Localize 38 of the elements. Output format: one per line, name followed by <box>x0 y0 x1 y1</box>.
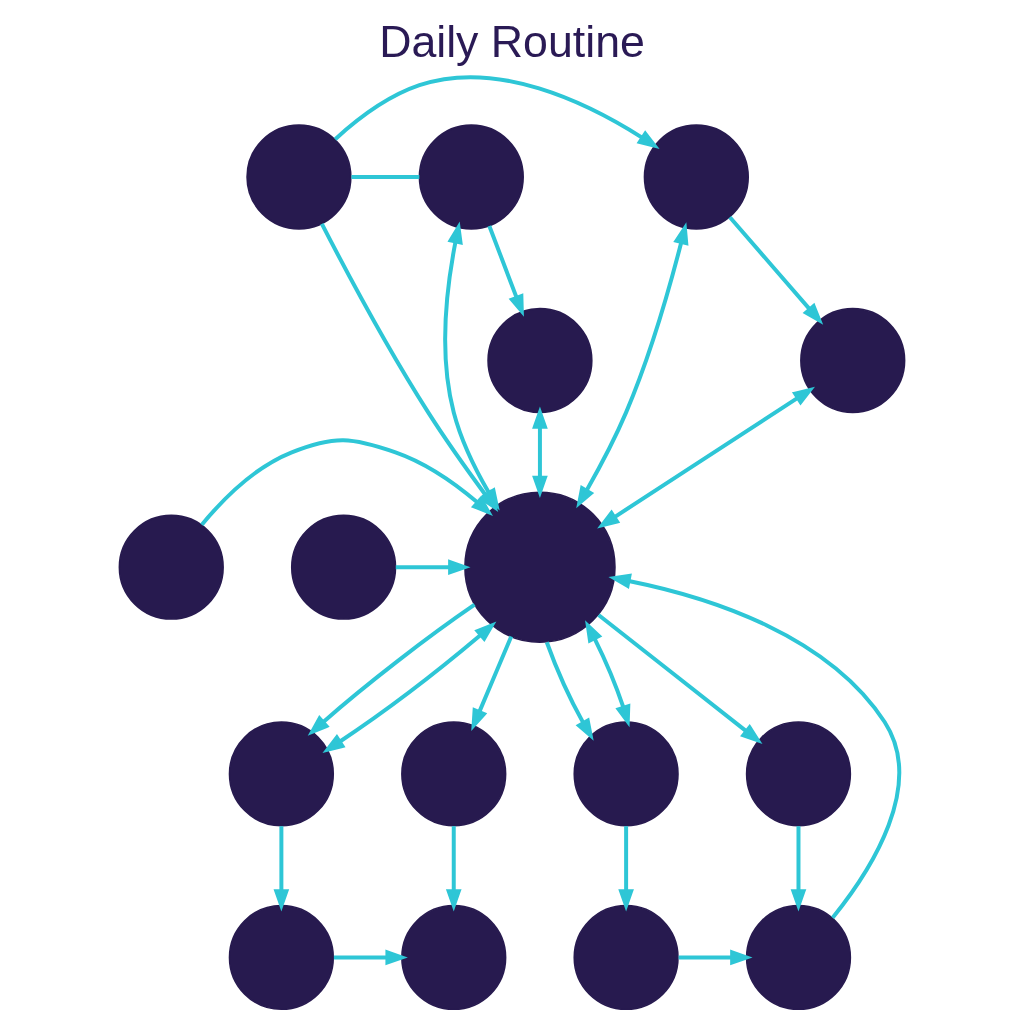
arrow <box>597 386 815 529</box>
node-circle <box>418 124 524 230</box>
arrow <box>608 573 902 920</box>
arrow <box>576 222 689 509</box>
arrow <box>487 225 524 317</box>
node-circle <box>401 904 507 1011</box>
node-circle <box>228 904 335 1011</box>
arrow <box>597 613 763 744</box>
arrow <box>544 641 594 741</box>
node-circle <box>228 721 335 827</box>
arrow <box>200 438 493 527</box>
node-circle <box>118 514 224 620</box>
node-circle <box>745 904 852 1011</box>
arrow <box>532 406 548 499</box>
arrow <box>585 620 631 728</box>
node-circle <box>573 904 679 1011</box>
arrow <box>333 75 660 150</box>
node-circle <box>643 124 749 230</box>
node-circle <box>573 721 679 827</box>
arrow <box>322 621 497 753</box>
node-circle <box>290 514 397 620</box>
node-circle <box>745 721 852 827</box>
arrow <box>307 603 476 736</box>
node-circle <box>800 307 906 414</box>
node-circle <box>246 124 352 230</box>
arrow <box>618 826 634 912</box>
arrow <box>471 635 514 731</box>
diagram-title: Daily Routine <box>379 16 645 66</box>
arrow <box>395 559 471 576</box>
arrow <box>333 949 408 966</box>
arrow <box>790 826 807 912</box>
node-circle <box>487 307 593 414</box>
arrow <box>728 215 824 325</box>
arrow <box>678 949 753 966</box>
node-circle <box>401 721 507 827</box>
arrow <box>445 826 462 912</box>
arrow <box>273 826 290 912</box>
connector <box>351 175 420 179</box>
